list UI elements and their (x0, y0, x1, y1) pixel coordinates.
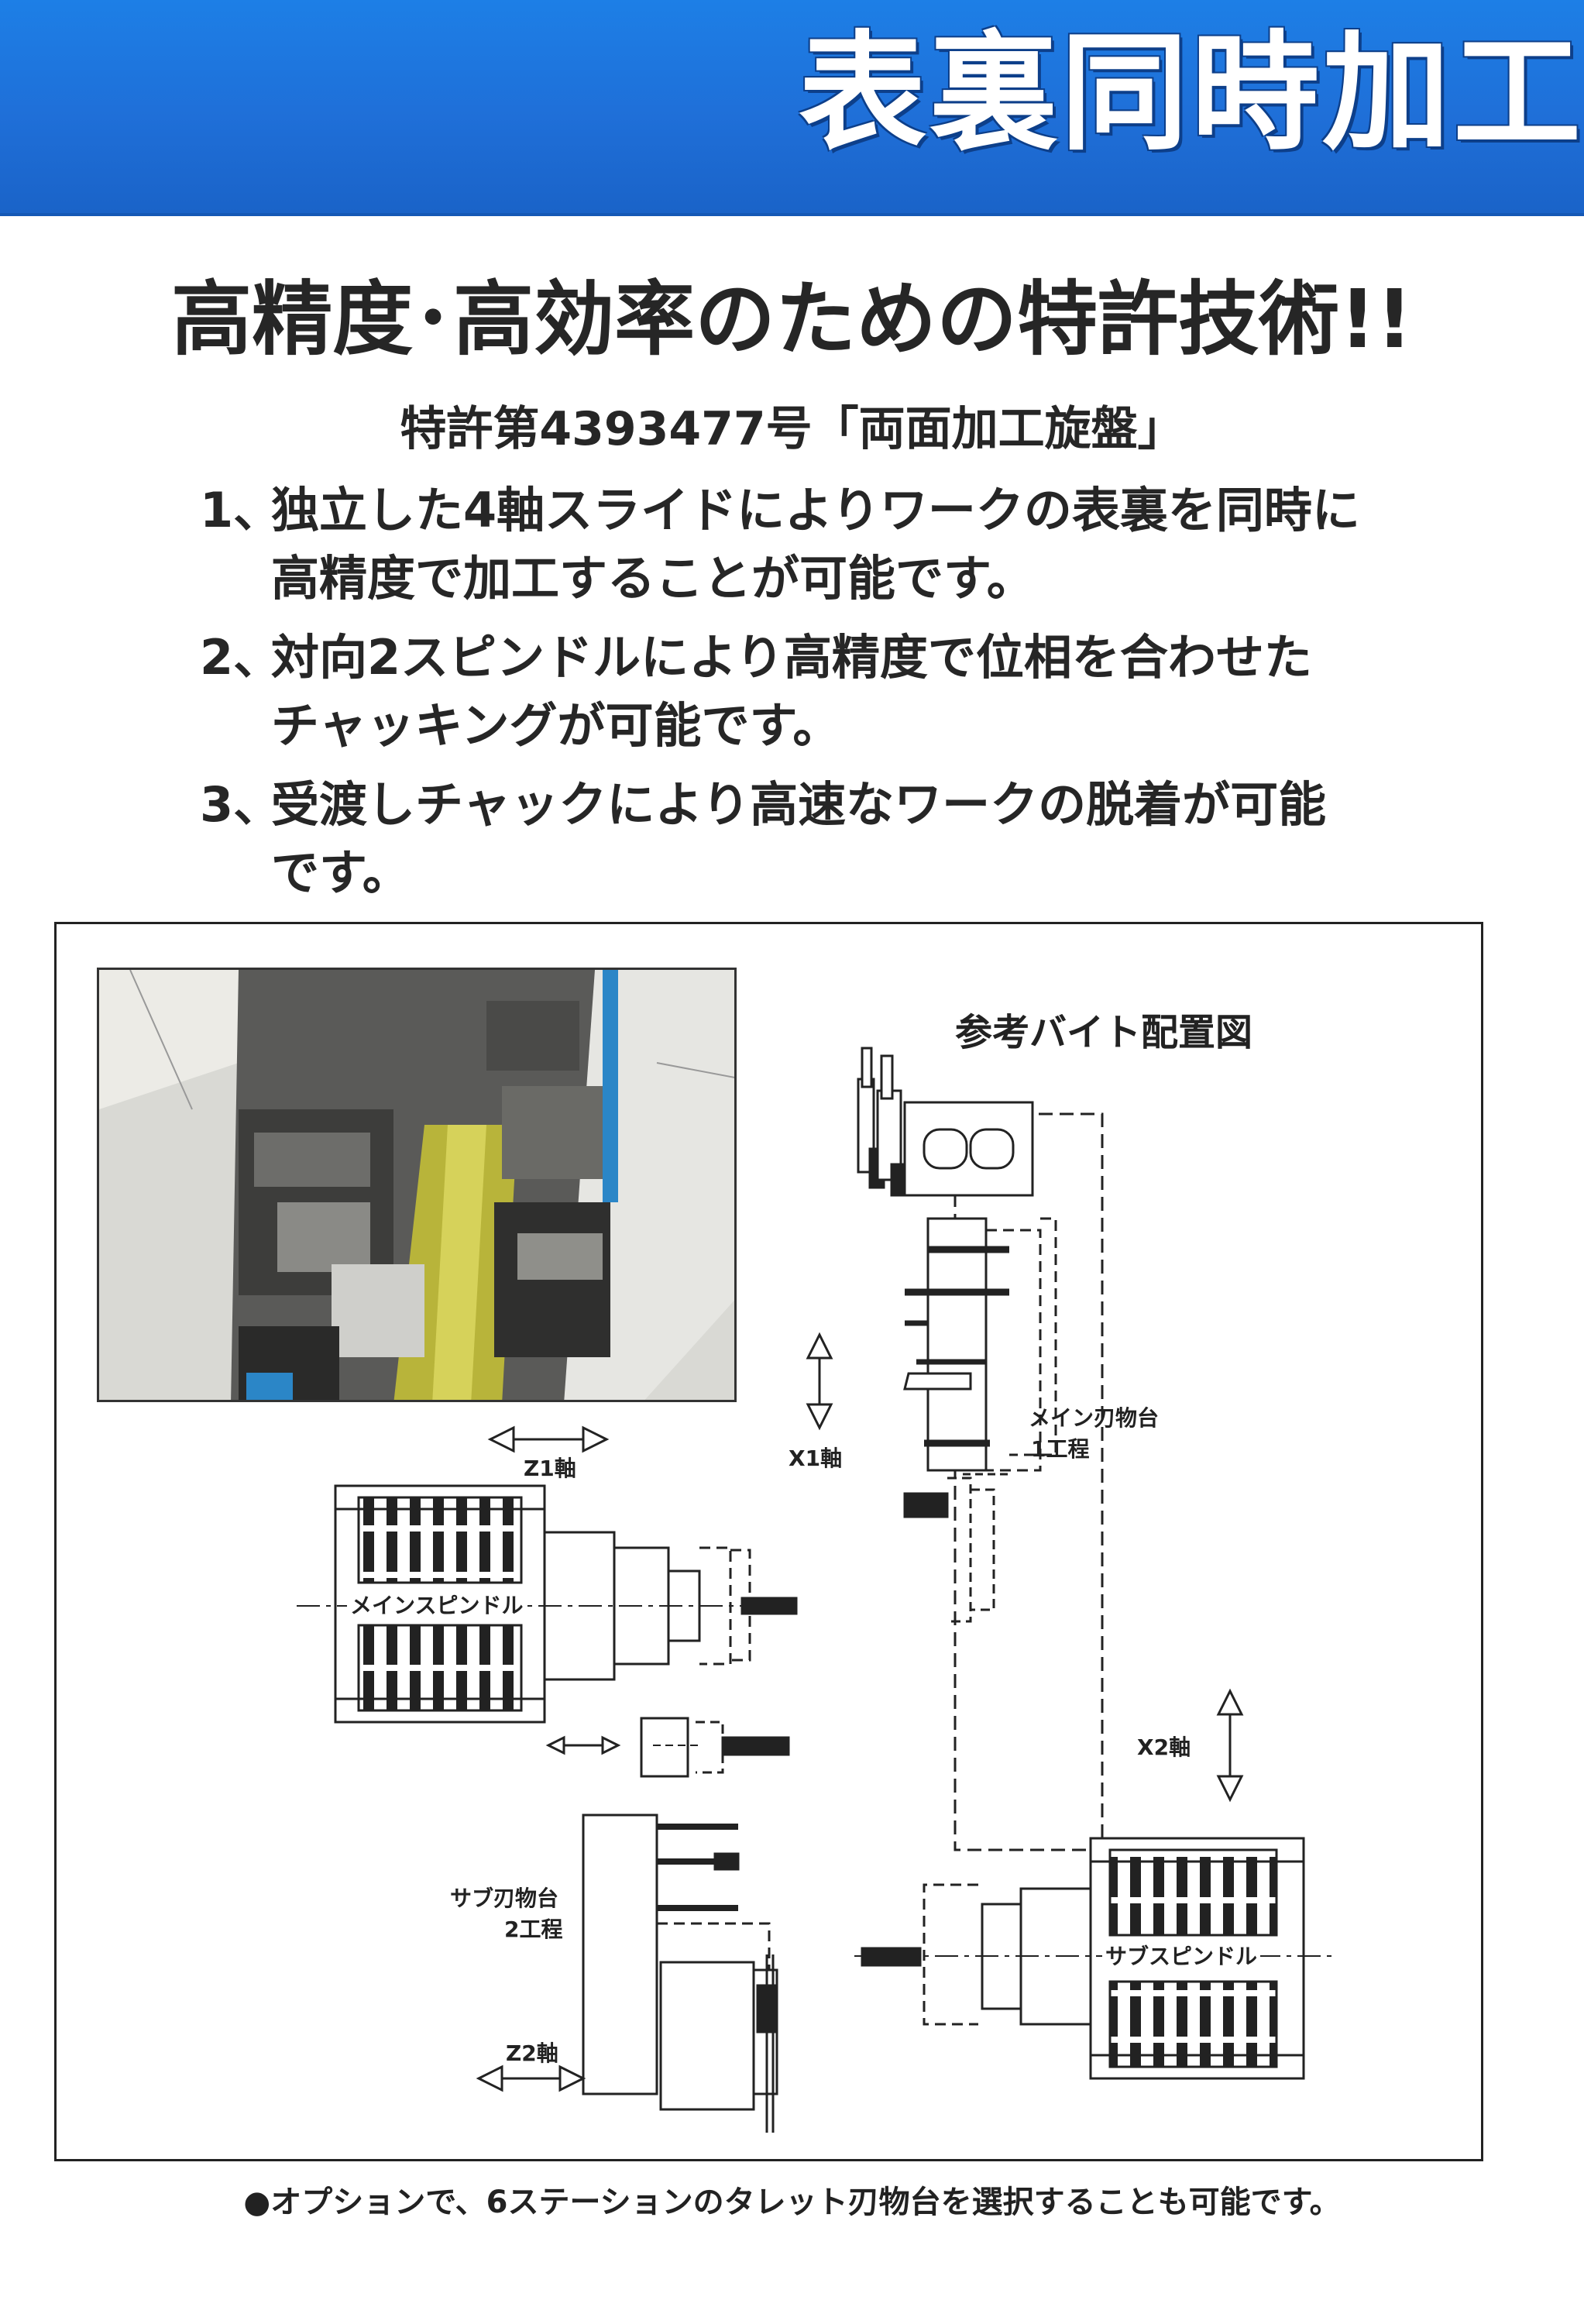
feature-number: 1、 (200, 482, 282, 538)
feature-line: 受渡しチャックにより高速なワークの脱着が可能 (271, 776, 1327, 833)
feature-item-3: 3、受渡しチャックにより高速なワークの脱着が可能 です。 (200, 771, 1408, 907)
option-footnote: ●オプションで、6ステーションのタレット刃物台を選択することも可能です。 (243, 2185, 1341, 2220)
z1-axis-arrow (487, 1425, 610, 1453)
patent-number: 特許第4393477号「両面加工旋盤」 (400, 402, 1184, 456)
feature-item-2: 2、対向2スピンドルにより高精度で位相を合わせた チャッキングが可能です。 (200, 624, 1408, 760)
sub-tool-rest-drawing (582, 1813, 778, 2133)
machine-interior-photo (97, 968, 737, 1402)
transfer-chuck-drawing (545, 1717, 790, 1778)
main-tool-rest-drawing (857, 1047, 1104, 1851)
feature-list: 1、独立した4軸スライドによりワークの表裏を同時に 高精度で加工することが可能で… (200, 476, 1408, 918)
feature-item-1: 1、独立した4軸スライドによりワークの表裏を同時に 高精度で加工することが可能で… (200, 476, 1408, 613)
x2-axis-label: X2軸 (1137, 1734, 1191, 1760)
sub-tool-rest-label: サブ刃物台 (450, 1886, 559, 1911)
x1-axis-label: X1軸 (789, 1446, 843, 1471)
diagram-title: 参考バイト配置図 (955, 1011, 1253, 1054)
feature-line: 対向2スピンドルにより高精度で位相を合わせた (271, 629, 1312, 686)
x2-axis-arrow (1216, 1688, 1244, 1803)
feature-line: 高精度で加工することが可能です。 (271, 550, 1035, 607)
sub-process-label: 2工程 (504, 1917, 563, 1942)
main-tool-rest-label: メイン刃物台 (1029, 1405, 1160, 1431)
z2-axis-arrow (476, 2064, 586, 2092)
x1-axis-arrow (806, 1332, 833, 1431)
headline: 高精度･高効率のための特許技術!! (171, 272, 1413, 366)
sub-spindle-label: サブスピンドル (1102, 1943, 1261, 1970)
banner-title: 表裏同時加工 (799, 19, 1584, 167)
sub-spindle-drawing (854, 1837, 1335, 2080)
feature-line: です。 (271, 844, 411, 901)
feature-line: 独立した4軸スライドによりワークの表裏を同時に (271, 482, 1360, 538)
feature-number: 3、 (200, 776, 282, 833)
main-process-label: 1工程 (1031, 1436, 1090, 1462)
feature-line: チャッキングが可能です。 (271, 697, 841, 754)
z1-axis-label: Z1軸 (524, 1456, 576, 1481)
title-banner: 表裏同時加工 (0, 0, 1584, 216)
feature-number: 2、 (200, 629, 282, 686)
tool-layout-drawing (297, 1047, 1335, 2133)
main-spindle-label: メインスピンドル (347, 1592, 527, 1619)
z2-axis-label: Z2軸 (506, 2040, 558, 2066)
tool-layout-diagram: 参考バイト配置図 Z1軸 X1軸 X2軸 Z2軸 メインスピンドル サブスピンド… (54, 922, 1483, 2161)
